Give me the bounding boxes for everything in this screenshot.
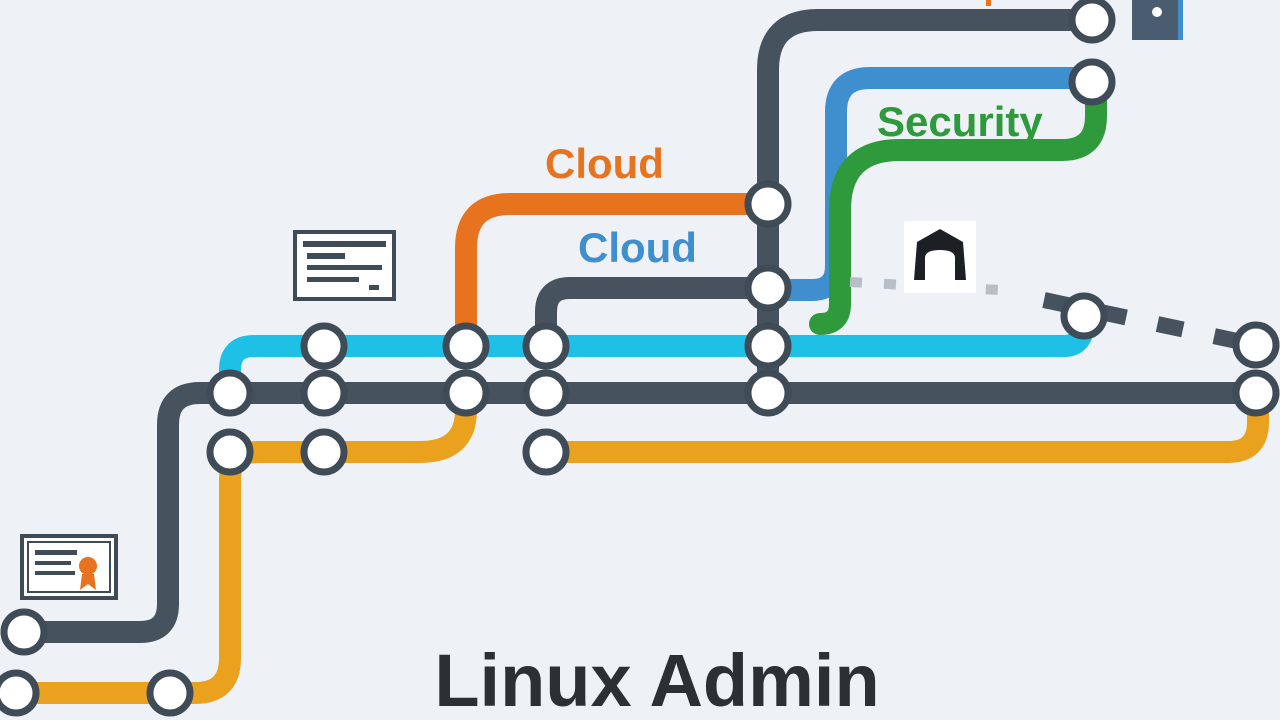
- station: [1060, 292, 1108, 340]
- station: [744, 322, 792, 370]
- hooded-figure-icon: [904, 221, 976, 293]
- orange-route: [455, 193, 779, 357]
- station: [206, 369, 254, 417]
- station: [0, 669, 40, 717]
- station: [744, 180, 792, 228]
- green-route: [809, 69, 1107, 335]
- lock-icon: [1132, 0, 1183, 40]
- station: [300, 428, 348, 476]
- page-title: Linux Admin: [434, 639, 879, 720]
- orange-tick: [986, 0, 991, 6]
- station: [0, 608, 48, 656]
- station: [300, 369, 348, 417]
- station: [1232, 321, 1280, 369]
- station: [442, 322, 490, 370]
- security-label: Security: [877, 98, 1043, 145]
- document-icon: [293, 230, 396, 301]
- dark-route: [9, 382, 1267, 643]
- cyan-route: [219, 309, 1095, 401]
- cloud-label-orange: Cloud: [545, 140, 664, 187]
- station: [442, 369, 490, 417]
- certificate-icon: [20, 534, 118, 600]
- dark-branch-route: [535, 277, 779, 357]
- station: [300, 322, 348, 370]
- cloud-label-blue: Cloud: [578, 224, 697, 271]
- dashed-route: [1042, 292, 1258, 353]
- station: [1068, 58, 1116, 106]
- dark-vertical-route: [757, 9, 1103, 404]
- station: [1068, 0, 1116, 44]
- station: [146, 669, 194, 717]
- station: [522, 322, 570, 370]
- station: [522, 428, 570, 476]
- station: [744, 369, 792, 417]
- station: [206, 428, 254, 476]
- station: [522, 369, 570, 417]
- amber-route-east: [535, 381, 1269, 463]
- station: [744, 264, 792, 312]
- station: [1232, 369, 1280, 417]
